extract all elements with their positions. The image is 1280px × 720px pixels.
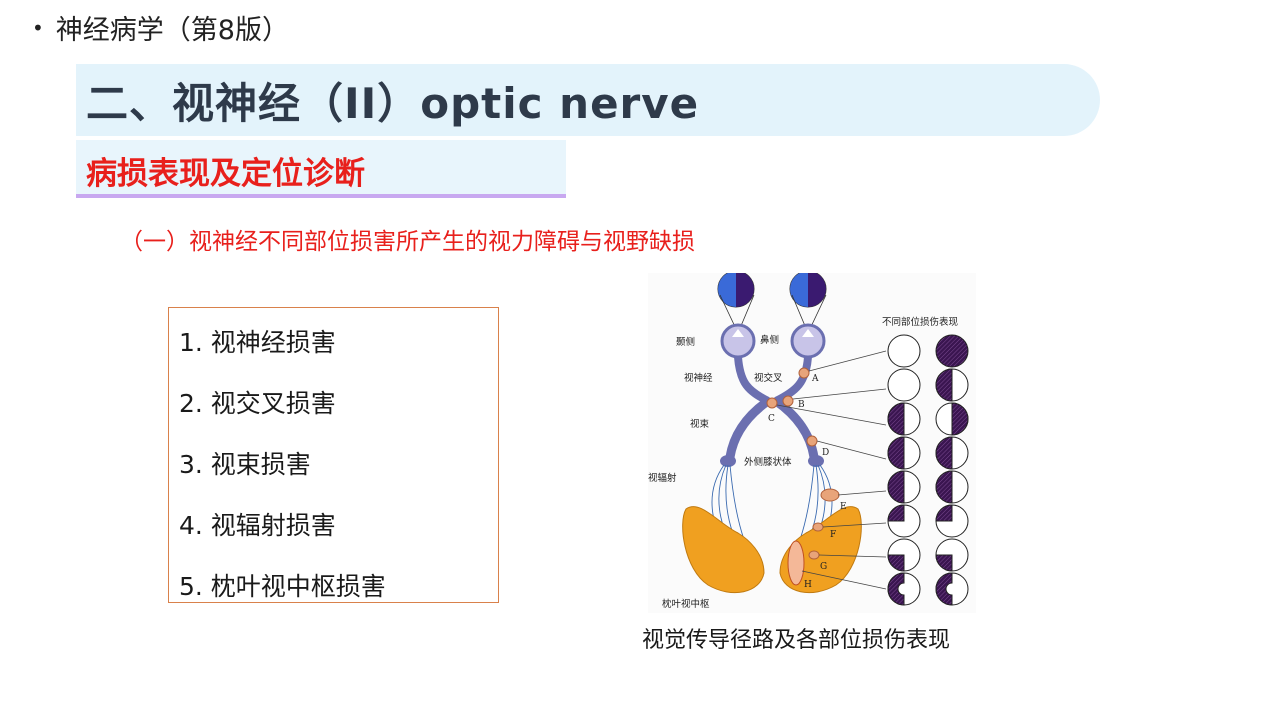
list-item: 3. 视束损害 (179, 450, 311, 479)
letter-F: F (830, 530, 836, 540)
right-optic-tract (773, 397, 819, 458)
section-heading: （一）视神经不同部位损害所产生的视力障碍与视野缺损 (120, 229, 695, 255)
letter-E: E (840, 502, 847, 512)
label-radiation: 视辐射 (648, 472, 677, 484)
right-eye-field (789, 270, 827, 308)
lesion-F (812, 522, 824, 532)
letter-G: G (820, 562, 827, 572)
lesion-A (798, 367, 810, 379)
list-item: 4. 视辐射损害 (179, 511, 336, 540)
letter-A: A (811, 374, 819, 384)
field-defects (887, 334, 969, 606)
visual-pathway-diagram: A B C D E F G H 颞侧 鼻侧 视神经 视交叉 视束 外侧膝状体 视… (648, 270, 969, 610)
lesion-H (787, 540, 805, 586)
label-occipital: 枕叶视中枢 (662, 598, 710, 610)
list-item: 2. 视交叉损害 (179, 389, 336, 418)
lesion-D (806, 435, 818, 447)
label-optic-nerve: 视神经 (684, 372, 713, 384)
left-eye-field (717, 270, 755, 308)
label-lgn: 外侧膝状体 (744, 456, 792, 468)
list-item: 1. 视神经损害 (179, 328, 336, 357)
label-temporal: 颞侧 (676, 336, 695, 348)
visual-pathway-figure: A B C D E F G H 颞侧 鼻侧 视神经 视交叉 视束 外侧膝状体 视… (648, 270, 976, 613)
bullet-dot: • (32, 15, 44, 40)
label-chiasm: 视交叉 (754, 372, 783, 384)
letter-C: C (768, 414, 775, 424)
page-title: 二、视神经（II）optic nerve (86, 79, 700, 128)
label-nasal: 鼻侧 (760, 334, 779, 346)
top-bullet: • 神经病学（第8版） (32, 8, 289, 47)
left-optic-tract (725, 397, 771, 458)
lesion-E (820, 488, 840, 502)
lesion-C (766, 397, 778, 409)
label-optic-tract: 视束 (690, 418, 710, 430)
lesion-B (782, 395, 794, 407)
letter-H: H (804, 580, 812, 590)
subtitle-banner (76, 140, 566, 198)
letter-B: B (798, 400, 805, 410)
figure-caption: 视觉传导径路及各部位损伤表现 (642, 628, 951, 653)
list-item: 5. 枕叶视中枢损害 (179, 572, 386, 601)
left-optic-nerve (734, 356, 770, 405)
label-column-title: 不同部位损伤表现 (882, 316, 959, 328)
letter-D: D (822, 448, 829, 458)
book-title: 神经病学（第8版） (55, 15, 289, 46)
right-optic-nerve (774, 356, 812, 405)
lesion-list: 1. 视神经损害 2. 视交叉损害 3. 视束损害 4. 视辐射损害 5. 枕叶… (168, 307, 499, 603)
subtitle: 病损表现及定位诊断 (86, 156, 365, 192)
lesion-G (808, 550, 820, 560)
title-banner (76, 64, 1100, 136)
left-occipital-lobe (682, 506, 765, 594)
